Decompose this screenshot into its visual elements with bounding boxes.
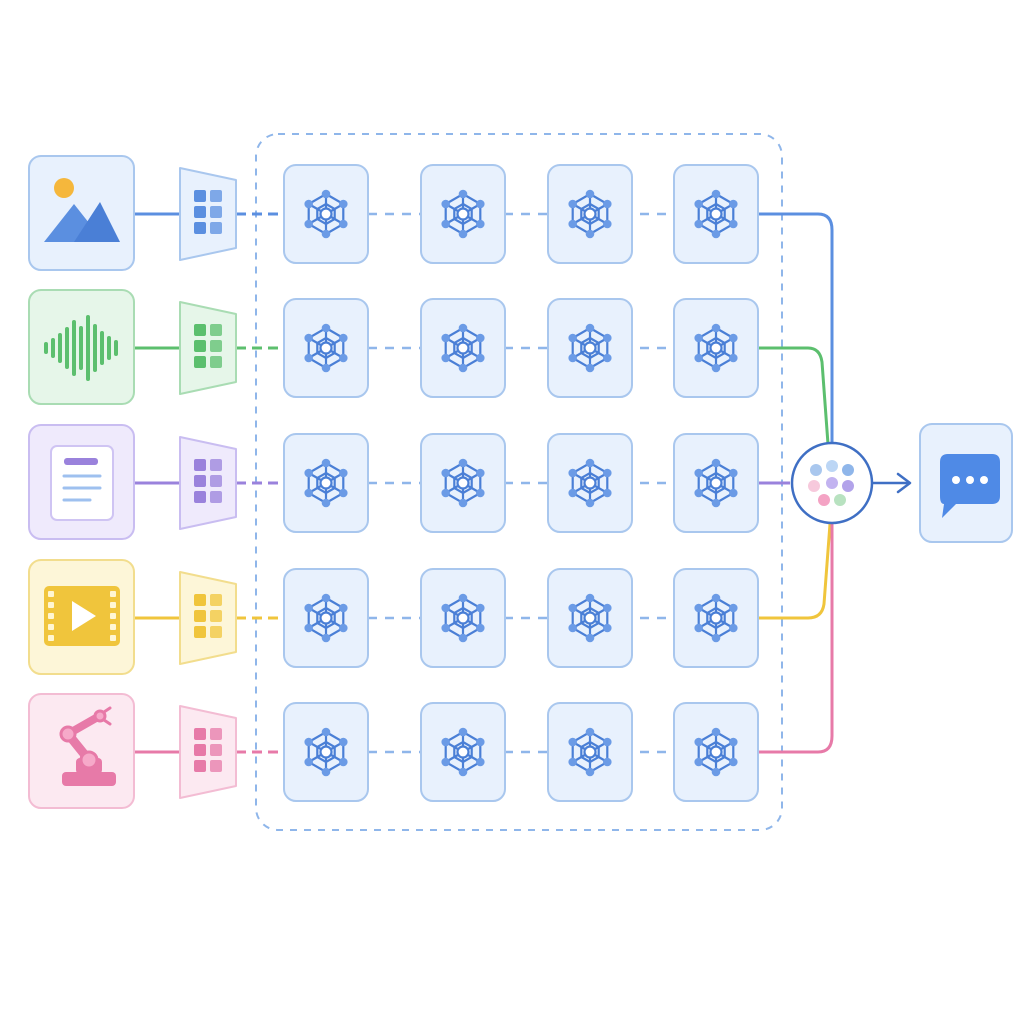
encoder-trapezoid-icon — [194, 459, 222, 503]
layer-cell-r2-c4 — [673, 298, 759, 398]
layer-cell-r5-c2 — [420, 702, 506, 802]
output-arrow — [873, 472, 912, 494]
fusion-dots-icon — [808, 460, 854, 506]
audio-waveform-icon — [44, 315, 118, 381]
input-robot-card — [28, 693, 135, 809]
layer-cell-r4-c1 — [283, 568, 369, 668]
layer-cell-r1-c3 — [547, 164, 633, 264]
layer-cell-r2-c1 — [283, 298, 369, 398]
input-text-card — [28, 424, 135, 540]
layer-cell-r3-c3 — [547, 433, 633, 533]
layer-cell-r2-c2 — [420, 298, 506, 398]
layer-cell-r2-c3 — [547, 298, 633, 398]
encoder-trapezoid-icon — [194, 728, 222, 772]
layer-cell-r1-c1 — [283, 164, 369, 264]
encoder-trapezoid-icon — [194, 594, 222, 638]
encoder-text — [179, 436, 237, 530]
layer-cell-r3-c1 — [283, 433, 369, 533]
layer-cell-r4-c3 — [547, 568, 633, 668]
fusion-node — [790, 441, 874, 525]
layer-cell-r4-c4 — [673, 568, 759, 668]
layer-cell-r3-c2 — [420, 433, 506, 533]
output-card — [919, 423, 1013, 543]
encoder-trapezoid-icon — [194, 190, 222, 234]
encoder-audio — [179, 301, 237, 395]
layer-cell-r3-c4 — [673, 433, 759, 533]
layer-cell-r1-c4 — [673, 164, 759, 264]
layer-cell-r1-c2 — [420, 164, 506, 264]
layer-cell-r4-c2 — [420, 568, 506, 668]
input-audio-card — [28, 289, 135, 405]
robot-arm-icon — [59, 706, 116, 786]
layer-cell-r5-c1 — [283, 702, 369, 802]
document-icon — [50, 445, 114, 521]
layer-cell-r5-c3 — [547, 702, 633, 802]
input-video-card — [28, 559, 135, 675]
video-icon — [44, 586, 120, 646]
encoder-trapezoid-icon — [194, 324, 222, 368]
chat-bubble-icon — [940, 454, 1000, 518]
input-image-card — [28, 155, 135, 271]
encoder-video — [179, 571, 237, 665]
image-icon — [44, 178, 120, 242]
encoder-robot — [179, 705, 237, 799]
encoder-image — [179, 167, 237, 261]
layer-cell-r5-c4 — [673, 702, 759, 802]
